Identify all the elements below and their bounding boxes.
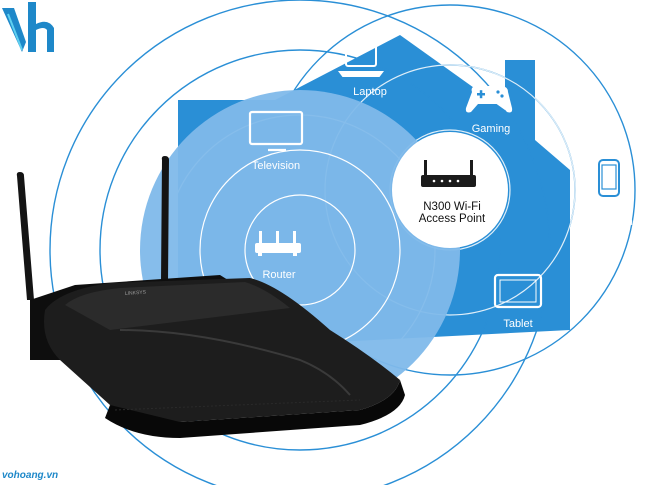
television-icon (248, 110, 304, 152)
laptop-icon (338, 43, 384, 77)
router-ring-core (244, 194, 356, 306)
gamepad-icon (465, 86, 513, 113)
device-label-tablet: Tablet (503, 318, 533, 330)
hub-label-line1: N300 Wi-Fi (423, 201, 481, 213)
device-label-router: Router (262, 269, 296, 281)
device-label-television: Television (251, 160, 301, 172)
hub-circle (392, 132, 508, 248)
router-icon (255, 231, 301, 256)
router-product-image: LINKSYS (16, 156, 405, 438)
device-label-laptop: Laptop (353, 86, 387, 98)
device-label-smartphone: Smartphone (579, 216, 639, 228)
router-brand-text: LINKSYS (125, 289, 147, 297)
access-point-icon (421, 160, 476, 187)
device-label-gaming: Gaming (471, 123, 511, 135)
tablet-icon (493, 273, 543, 309)
smartphone-icon (598, 159, 620, 197)
watermark-logo (2, 2, 54, 52)
hub-label-line2: Access Point (418, 213, 486, 225)
watermark-text: vohoang.vn (2, 470, 59, 481)
